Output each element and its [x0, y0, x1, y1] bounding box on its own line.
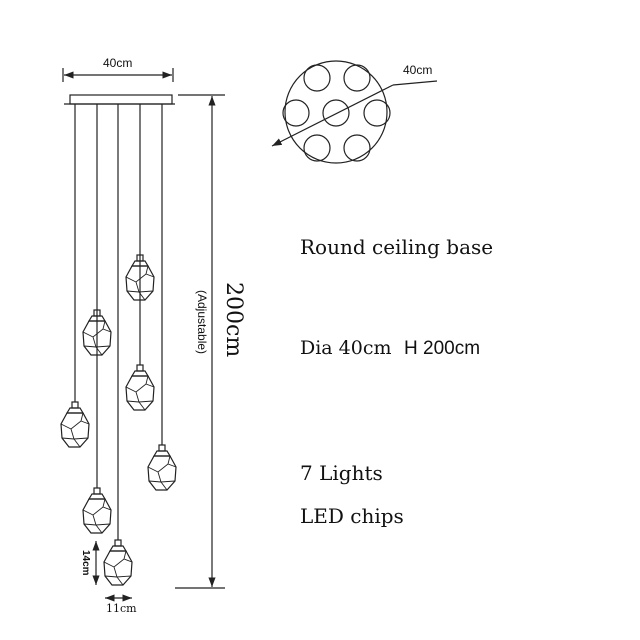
pendant-light — [125, 254, 155, 301]
adjustable-label: (Adjustable) — [195, 290, 210, 355]
pendant-height-label: 14cm — [80, 550, 91, 576]
pendant-light — [147, 444, 177, 491]
size-suffix: H 200cm — [404, 338, 481, 359]
base-diameter-label: 40cm — [403, 63, 433, 77]
chips-spec: LED chips — [300, 504, 404, 528]
pendant-light — [82, 487, 112, 534]
pendant-light — [60, 401, 90, 448]
pendant-width-label: 11cm — [106, 602, 137, 615]
pendant-size-dimensions — [92, 541, 132, 602]
height-label: 200cm — [221, 282, 247, 358]
pendant-cords — [74, 104, 163, 540]
width-dimension — [62, 68, 174, 82]
base-spec: Round ceiling base — [300, 235, 494, 259]
size-prefix: Dia 40cm — [300, 337, 392, 359]
ceiling-base-side — [64, 94, 175, 105]
pendant-light — [82, 309, 112, 356]
pendants — [60, 254, 177, 586]
base-width-label: 40cm — [103, 56, 133, 70]
pendant-light — [103, 539, 133, 586]
pendant-light — [125, 364, 155, 411]
height-dimension — [175, 94, 225, 589]
lights-spec: 7 Lights — [300, 461, 383, 485]
ceiling-base-top-view — [271, 60, 438, 164]
